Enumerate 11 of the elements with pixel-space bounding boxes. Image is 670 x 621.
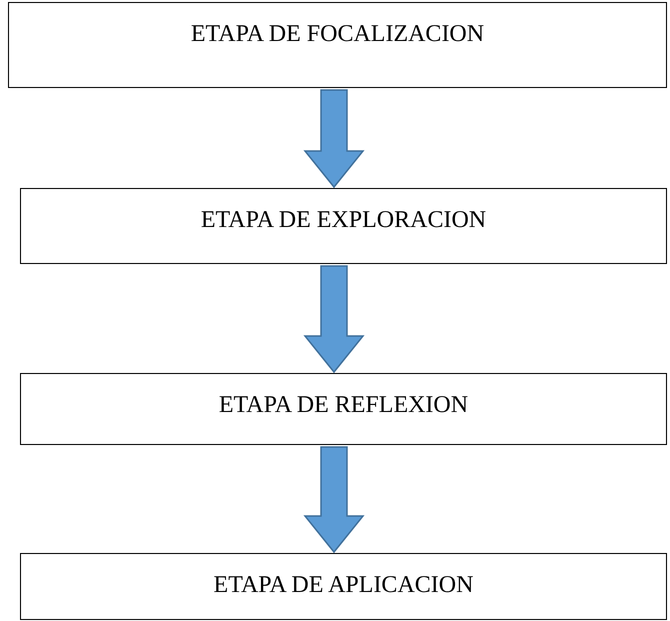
block-arrow <box>303 446 365 554</box>
block-arrow <box>303 265 365 374</box>
stage-label: ETAPA DE REFLEXION <box>218 392 468 419</box>
process-box <box>20 373 667 445</box>
process-box <box>8 2 667 88</box>
process-box <box>20 553 667 620</box>
stage-label: ETAPA DE APLICACION <box>214 572 474 599</box>
stage-label: ETAPA DE EXPLORACION <box>200 207 486 234</box>
block-arrow <box>303 89 365 188</box>
stage-label: ETAPA DE FOCALIZACION <box>190 21 484 48</box>
process-box <box>20 188 667 264</box>
